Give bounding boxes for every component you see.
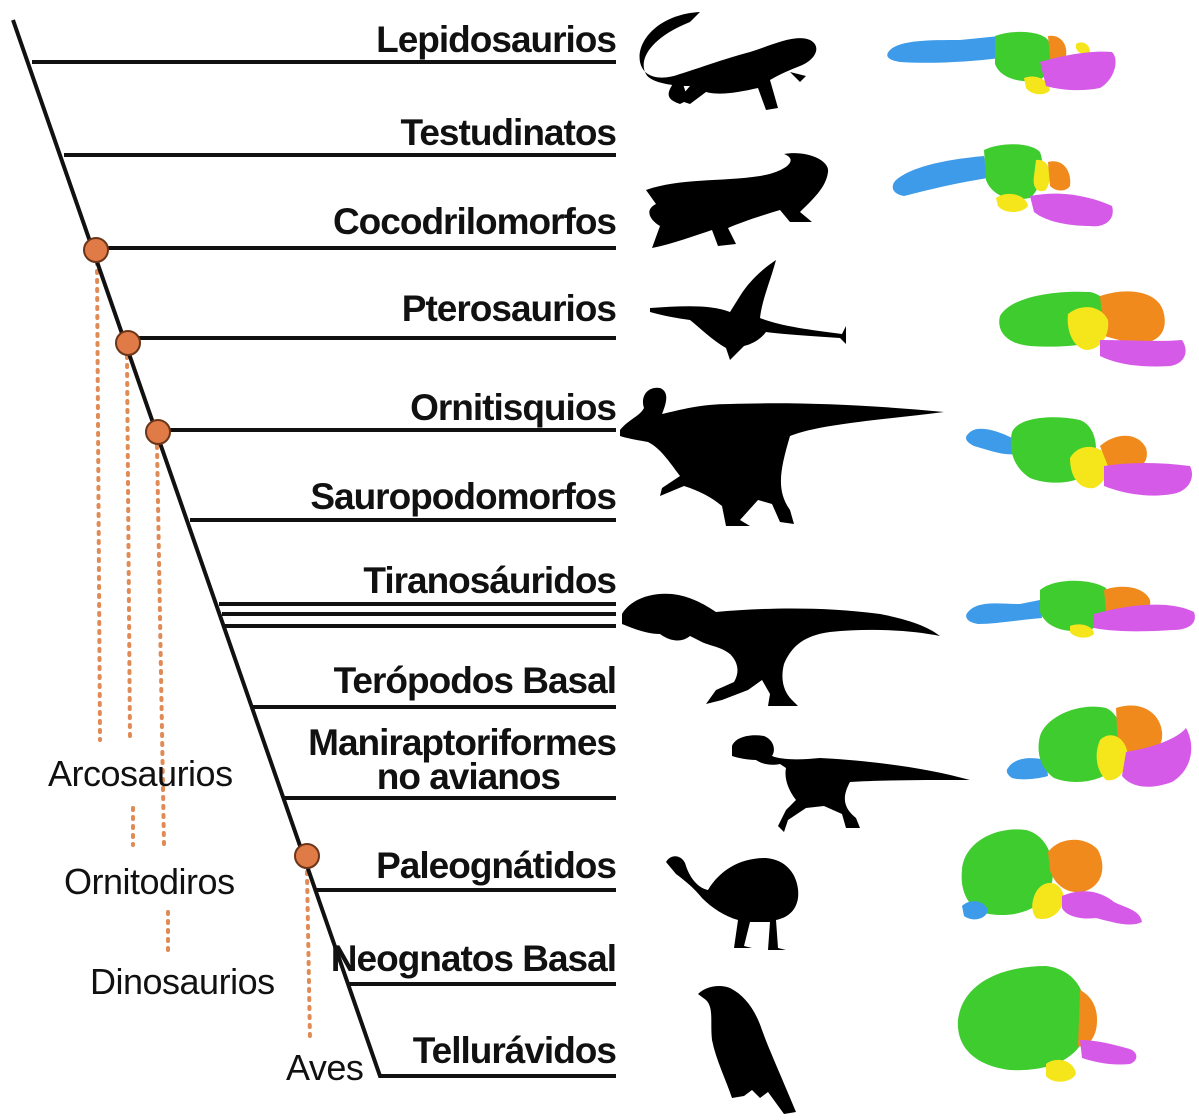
- tyrannosaur-silhouette-icon: [622, 594, 940, 706]
- aves-dotted-line: [307, 872, 310, 1040]
- brain-maniraptoriformes-icon: [1007, 705, 1191, 786]
- brain-ornitisquios-icon: [966, 417, 1192, 495]
- crow-silhouette-icon: [698, 986, 796, 1114]
- label-cocodrilomorfos: Cocodrilomorfos: [333, 201, 616, 242]
- label-lepidosaurios: Lepidosaurios: [376, 19, 616, 60]
- ornitodiros-dotted-line-a: [127, 356, 130, 740]
- brain-pterosaurios-icon: [999, 291, 1185, 366]
- label-paleognatidos: Paleognátidos: [376, 845, 616, 886]
- label-ornitisquios: Ornitisquios: [410, 387, 616, 428]
- label-dinosaurios: Dinosaurios: [90, 961, 275, 1002]
- label-pterosaurios: Pterosaurios: [402, 288, 617, 329]
- label-tiranosauridos: Tiranosáuridos: [363, 560, 616, 601]
- brain-diagrams: [887, 32, 1195, 1082]
- label-sauropodomorfos: Sauropodomorfos: [310, 476, 616, 517]
- hadrosaur-silhouette-icon: [620, 388, 944, 526]
- brain-cocodrilomorfos-icon: [893, 144, 1113, 226]
- brain-tellurvidos-icon: [958, 966, 1137, 1082]
- label-neognatos-basal: Neognatos Basal: [331, 938, 616, 979]
- brain-lepidosaurios-icon: [887, 32, 1115, 94]
- taxon-labels: Lepidosaurios Testudinatos Cocodrilomorf…: [308, 19, 616, 1071]
- tree-lines: [13, 20, 616, 1076]
- crocodile-silhouette-icon: [646, 153, 828, 248]
- tree-spine: [13, 20, 616, 1076]
- label-aves: Aves: [286, 1047, 363, 1088]
- raptor-silhouette-icon: [732, 735, 970, 832]
- label-ornitodiros: Ornitodiros: [64, 861, 235, 902]
- arcosaurios-dotted-line: [97, 262, 100, 740]
- label-arcosaurios: Arcosaurios: [48, 753, 233, 794]
- label-testudinatos: Testudinatos: [401, 112, 617, 153]
- node-aves: [295, 844, 319, 868]
- label-teropodos-basal: Terópodos Basal: [334, 660, 616, 701]
- pterosaur-silhouette-icon: [650, 260, 846, 360]
- lizard-silhouette-icon: [640, 12, 817, 110]
- label-no-avianos: no avianos: [377, 756, 561, 797]
- node-dinosaurios: [146, 420, 170, 444]
- clade-labels: Arcosaurios Ornitodiros Dinosaurios Aves: [48, 753, 363, 1088]
- brain-paleognatidos-icon: [962, 829, 1142, 924]
- brain-tiranosauridos-icon: [966, 581, 1195, 638]
- node-ornitodiros: [116, 331, 140, 355]
- emu-silhouette-icon: [666, 856, 798, 950]
- node-arcosaurios: [84, 238, 108, 262]
- clade-dotted-lines: [97, 262, 310, 1040]
- label-tellurvidos: Tellurávidos: [413, 1030, 617, 1071]
